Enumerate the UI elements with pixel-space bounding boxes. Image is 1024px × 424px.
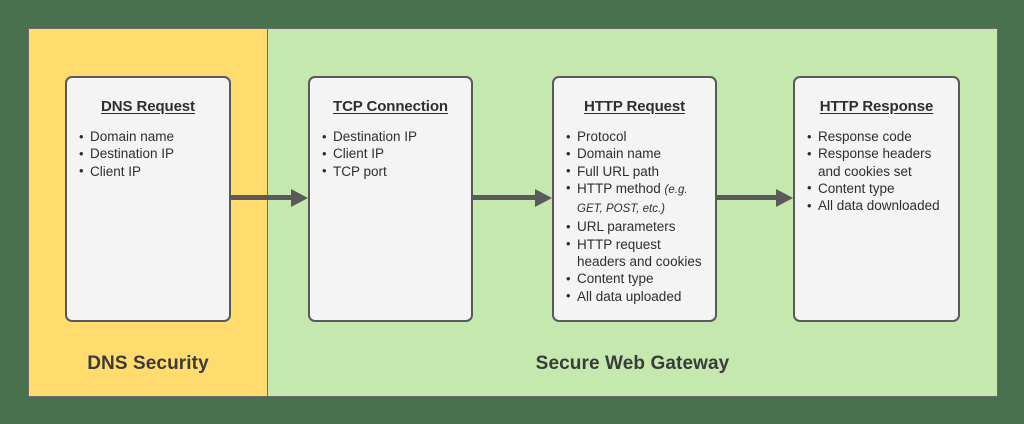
list-item: Destination IP [79, 145, 223, 163]
arrow-shaft [473, 195, 535, 200]
stage-list-http-response: Response code Response headers and cooki… [795, 127, 958, 215]
stage-box-dns-request: DNS Request Domain name Destination IP C… [65, 76, 231, 322]
list-item: Destination IP [322, 127, 465, 145]
arrow-head [776, 189, 793, 207]
stage-title-http-response: HTTP Response [819, 98, 934, 115]
zone-dns-security-label: DNS Security [87, 353, 209, 374]
list-item: Client IP [322, 145, 465, 163]
stage-list-dns-request: Domain name Destination IP Client IP [67, 127, 229, 180]
list-item: HTTP request headers and cookies [566, 235, 709, 271]
list-item-note: (e.g. GET, POST, etc.) [577, 183, 688, 216]
stage-box-http-response: HTTP Response Response code Response hea… [793, 76, 960, 322]
stage-list-tcp-connection: Destination IP Client IP TCP port [310, 127, 471, 180]
stage-title-dns-request: DNS Request [101, 98, 195, 115]
stage-title-tcp-connection: TCP Connection [333, 98, 448, 115]
list-item: Response code [807, 127, 952, 145]
arrow-right-icon-tcp-to-http-request [473, 189, 552, 207]
list-item: Domain name [79, 127, 223, 145]
list-item: Full URL path [566, 162, 709, 180]
arrow-shaft [717, 195, 776, 200]
list-item: Protocol [566, 127, 709, 145]
arrow-right-icon-http-request-to-response [717, 189, 793, 207]
list-item: Content type [807, 179, 952, 197]
list-item: Domain name [566, 145, 709, 163]
stage-list-http-request: Protocol Domain name Full URL path HTTP … [554, 127, 715, 305]
stage-box-http-request: HTTP Request Protocol Domain name Full U… [552, 76, 717, 322]
arrow-head [291, 189, 308, 207]
arrow-right-icon-dns-to-tcp [231, 189, 308, 207]
stage-box-tcp-connection: TCP Connection Destination IP Client IP … [308, 76, 473, 322]
arrow-head [535, 189, 552, 207]
list-item: Content type [566, 270, 709, 288]
list-item: All data downloaded [807, 197, 952, 215]
list-item: All data uploaded [566, 287, 709, 305]
list-item: TCP port [322, 162, 465, 180]
list-item: Client IP [79, 162, 223, 180]
list-item: URL parameters [566, 218, 709, 236]
stage-title-http-request: HTTP Request [583, 98, 686, 115]
list-item: Response headers and cookies set [807, 145, 952, 180]
zone-secure-web-gateway-label: Secure Web Gateway [535, 353, 730, 374]
list-item: HTTP method (e.g. GET, POST, etc.) [566, 179, 709, 219]
arrow-shaft [231, 195, 291, 200]
